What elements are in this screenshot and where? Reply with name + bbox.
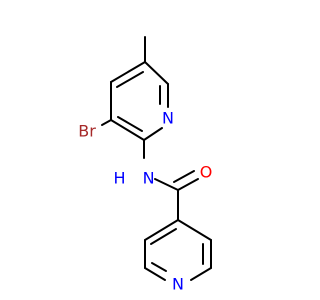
atom-o-label: O: [200, 163, 213, 182]
bond-c2p-np: [144, 267, 166, 281]
atom-nh-label: H N: [113, 169, 160, 188]
bond-np-c6p: [190, 267, 212, 281]
bond-nh-carbonyl: [154, 178, 179, 191]
bond-c5-c4: [110, 61, 146, 83]
atom-n-upper-ring-label: N: [162, 109, 174, 128]
bond-c5p-c4p: [177, 219, 212, 241]
bond-c3-c2: [110, 119, 145, 141]
bond-c2p-np-inner: [151, 262, 167, 272]
atom-n-lower-ring-label: N: [172, 275, 184, 294]
bond-carbonyl-o: [177, 178, 199, 191]
bond-c3-c2-inner: [117, 116, 143, 132]
bond-c3-br: [101, 119, 112, 126]
atom-br-label: Br: [78, 122, 96, 141]
bond-carbonyl-o-double: [173, 170, 195, 183]
bond-c6-c5: [144, 61, 169, 85]
bond-c4p-c3p: [144, 219, 179, 241]
bond-c5-c4-inner: [116, 71, 144, 88]
bonds: [101, 36, 212, 281]
atom-labels: Br N H N O N: [78, 109, 212, 294]
bond-c4p-c3p-inner: [150, 228, 177, 245]
molecule-structure: Br N H N O N: [78, 36, 212, 294]
bond-c2-n1: [143, 127, 163, 141]
